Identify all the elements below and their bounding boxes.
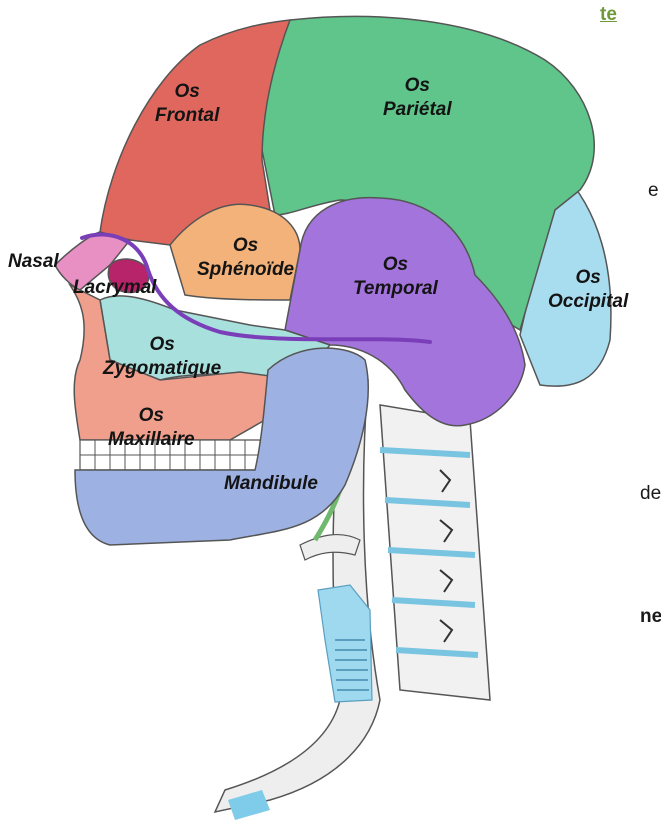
label-mandibule: Mandibule — [224, 472, 318, 496]
left-text-fragment-1: e — [648, 180, 659, 202]
left-text-fragment-2: de — [640, 483, 661, 505]
label-nasal: Nasal — [8, 250, 59, 274]
label-lacrymal: Lacrymal — [73, 276, 156, 300]
page-heading-fragment: te — [600, 4, 617, 26]
left-text-fragment-3: ne, — [640, 606, 661, 628]
